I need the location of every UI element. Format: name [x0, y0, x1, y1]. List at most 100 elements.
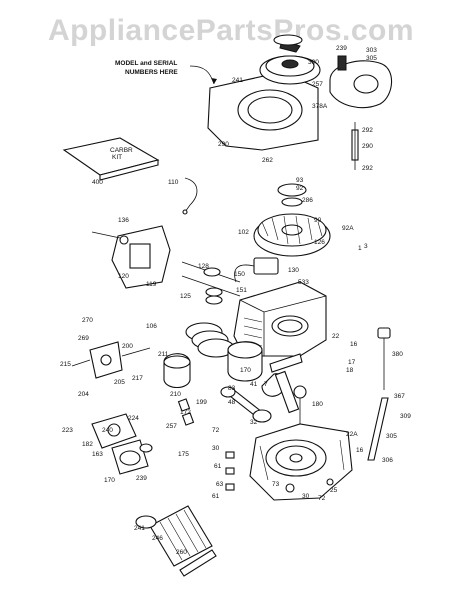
part-label: 378A [312, 103, 328, 110]
part-label: 223 [62, 427, 73, 434]
part-label: 533 [298, 279, 309, 286]
part-label: 17 [348, 359, 356, 366]
air-filter-pad: CARBR KIT [62, 137, 160, 181]
part-label: 205 [114, 379, 125, 386]
part-label: 73 [272, 481, 280, 488]
rewind-starter [259, 34, 321, 85]
callout-line-2: NUMBERS HERE [125, 69, 178, 76]
part-label: 22A [346, 431, 358, 438]
part-label: 241 [232, 77, 243, 84]
crankshaft [261, 353, 307, 428]
part-label: 170 [240, 367, 251, 374]
part-label: 41 [250, 381, 258, 388]
part-label: 290 [218, 141, 229, 148]
part-label: 239 [136, 475, 147, 482]
part-label: 210 [170, 391, 181, 398]
cylinder-block [233, 281, 327, 357]
part-label: 102 [238, 229, 249, 236]
callout-line-1: MODEL and SERIAL [115, 60, 177, 67]
part-label: 199 [196, 399, 207, 406]
part-label: 1 [358, 245, 362, 252]
part-label: 163 [92, 451, 103, 458]
part-label: 32 [250, 419, 258, 426]
blower-housing [207, 71, 319, 151]
part-label: 257 [166, 423, 177, 430]
part-label: 270 [82, 317, 93, 324]
part-label: 180 [312, 401, 323, 408]
muffler [329, 55, 393, 170]
part-label: 200 [122, 343, 133, 350]
tappets [177, 398, 195, 426]
governor-assembly [71, 341, 151, 379]
air-cleaner-cover [179, 549, 217, 577]
fuel-pump [91, 413, 137, 449]
part-label: 305 [386, 433, 397, 440]
part-label: 303 [366, 47, 377, 54]
part-label: 239 [336, 45, 347, 52]
part-label: 292 [362, 165, 373, 172]
part-label: 215 [60, 361, 71, 368]
part-label: 61 [214, 463, 222, 470]
filter-label-1: CARBR [110, 147, 133, 154]
part-label: 119 [146, 281, 157, 288]
ignition-armature [234, 257, 279, 283]
part-label: 83 [228, 385, 236, 392]
part-label: 120 [118, 273, 129, 280]
part-label: 7 [264, 381, 268, 388]
valve-springs [181, 261, 241, 305]
part-label: 25 [330, 487, 338, 494]
part-label: 22 [332, 333, 340, 340]
part-label: 130 [288, 267, 299, 274]
part-label: 241 [134, 525, 145, 532]
part-label: 63 [216, 481, 224, 488]
part-label: 204 [78, 391, 89, 398]
part-label: 150 [234, 271, 245, 278]
part-label: 175 [178, 451, 189, 458]
air-cleaner-element [135, 505, 213, 567]
part-labels: 239 303 305 390 241 257 378A 292 290 292… [60, 45, 411, 556]
filter-label-2: KIT [112, 154, 122, 161]
part-label: 309 [400, 413, 411, 420]
part-label: 136 [118, 217, 129, 224]
part-label: 16 [350, 341, 358, 348]
part-label: 3 [364, 243, 368, 250]
part-label: 151 [236, 287, 247, 294]
connecting-rod [220, 386, 272, 423]
piston-rings [185, 322, 235, 358]
part-label: 172 [180, 409, 191, 416]
part-label: 400 [92, 179, 103, 186]
part-label: 224 [128, 415, 139, 422]
part-label: 262 [262, 157, 273, 164]
part-label: 128 [198, 263, 209, 270]
part-label: 217 [132, 375, 143, 382]
model-serial-callout: MODEL and SERIAL NUMBERS HERE [115, 60, 217, 85]
dipstick-tube [367, 327, 391, 461]
part-label: 269 [78, 335, 89, 342]
piston [227, 341, 263, 382]
part-label: 380 [392, 351, 403, 358]
flywheel [253, 183, 331, 257]
part-label: 367 [394, 393, 405, 400]
part-label: 306 [382, 457, 393, 464]
part-label: 170 [104, 477, 115, 484]
part-label: 260 [176, 549, 187, 556]
part-label: 61 [212, 493, 220, 500]
part-label: 30 [302, 493, 310, 500]
part-label: 257 [312, 81, 323, 88]
part-label: 125 [180, 293, 191, 300]
part-label: 246 [152, 535, 163, 542]
throttle-link [182, 177, 198, 215]
part-label: 292 [362, 127, 373, 134]
part-label: 30 [212, 445, 220, 452]
part-label: 110 [168, 179, 179, 186]
part-label: 92 [296, 185, 304, 192]
part-label: 48 [228, 399, 236, 406]
part-label: 93 [296, 177, 304, 184]
part-label: 290 [362, 143, 373, 150]
sump-cover [249, 423, 353, 501]
part-label: 106 [146, 323, 157, 330]
watermark: AppliancePartsPros.com [47, 14, 415, 47]
part-label: 286 [302, 197, 313, 204]
part-label: 240 [102, 427, 113, 434]
